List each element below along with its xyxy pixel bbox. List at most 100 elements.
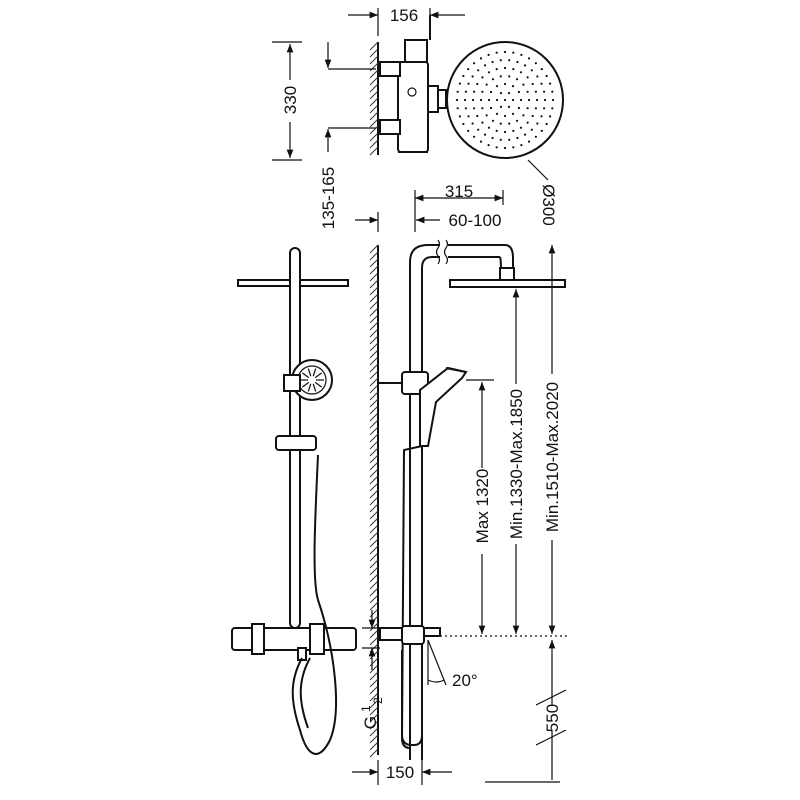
wall-hatch-line <box>369 293 379 303</box>
nozzle-dot <box>483 64 487 67</box>
hand-shower-spoke <box>307 383 312 392</box>
wall-hatch-line <box>369 258 379 268</box>
nozzle-dot <box>534 135 538 138</box>
dim-diameter: Ø300 <box>527 159 558 226</box>
wall-hatch-line <box>369 538 379 548</box>
wall-hatch-line <box>369 90 379 100</box>
nozzle-dot <box>464 90 467 93</box>
wall-hatch-line <box>369 398 379 408</box>
wall-hatch-line <box>369 461 379 471</box>
dim-315-label: 315 <box>445 182 473 201</box>
wall-hatch-line <box>369 601 379 611</box>
wall-hatch-line <box>369 356 379 366</box>
nozzle-dot <box>551 107 554 110</box>
nozzle-dot <box>519 98 523 102</box>
nozzle-dot <box>515 78 519 81</box>
nozzle-dot <box>477 128 480 131</box>
wall-hatch-line <box>369 650 379 660</box>
wall-hatch-line <box>369 629 379 639</box>
nozzle-dot <box>543 98 547 102</box>
wall-hatch-line <box>369 370 379 380</box>
wall-hatch-line <box>369 713 379 723</box>
nozzle-dot <box>535 98 539 102</box>
nozzle-dot <box>503 98 507 102</box>
wall-hatch-line <box>369 286 379 296</box>
nozzle-dot <box>516 60 519 64</box>
nozzle-dot <box>519 71 523 74</box>
hand-shower-spoke <box>312 368 317 377</box>
nozzle-dot <box>512 129 515 132</box>
wall-hatch-line <box>369 566 379 576</box>
wall-hatch-line <box>369 545 379 555</box>
wall-hatch-line <box>369 741 379 751</box>
nozzle-dot <box>526 90 529 93</box>
wall-hatch-line <box>369 699 379 709</box>
nozzle-dot <box>487 126 491 129</box>
nozzle-dot <box>477 69 480 72</box>
dim-diameter-label: Ø300 <box>539 184 558 226</box>
dim-1510-2020-label: Min.1510-Max.2020 <box>543 382 562 532</box>
nozzle-dot <box>551 98 555 102</box>
dim-thread-num: 1 <box>359 705 373 712</box>
wall-hatch-line <box>369 482 379 492</box>
wall-hatch-line <box>369 447 379 457</box>
nozzle-dot <box>467 68 470 71</box>
wall-hatch-line <box>369 433 379 443</box>
dim-330-label: 330 <box>281 86 300 114</box>
nozzle-dot <box>458 82 461 85</box>
nozzle-dot <box>530 128 533 131</box>
top-wall <box>369 41 379 156</box>
nozzle-dot <box>503 66 507 70</box>
nozzle-dot <box>464 107 467 110</box>
hand-shower-spoke <box>314 381 323 388</box>
nozzle-dot <box>551 90 554 93</box>
hand-shower-spoke <box>307 368 312 377</box>
nozzle-dot <box>520 144 523 147</box>
wall-hatch-line <box>369 671 379 681</box>
nozzle-dot <box>516 136 519 140</box>
wall-hatch-line <box>369 426 379 436</box>
dim-1510-2020: Min.1510-Max.2020 <box>542 245 562 634</box>
nozzle-dot <box>540 82 543 85</box>
nozzle-dot <box>536 122 539 125</box>
wall-hatch-line <box>369 328 379 338</box>
nozzle-dot <box>531 114 534 118</box>
wall-hatch-line <box>369 580 379 590</box>
nozzle-dot <box>512 146 515 149</box>
wall-hatch-line <box>369 531 379 541</box>
nozzle-dot <box>491 136 494 140</box>
nozzle-dot <box>485 114 488 117</box>
wall-hatch-line <box>369 118 379 128</box>
wall-hatch-line <box>369 489 379 499</box>
nozzle-dot <box>543 107 546 110</box>
wall-hatch-line <box>369 111 379 121</box>
nozzle-dot <box>471 98 475 102</box>
nozzle-dot <box>491 78 495 81</box>
nozzle-dot <box>499 59 502 62</box>
side-view <box>378 239 566 760</box>
wall-hatch-line <box>369 706 379 716</box>
wall-hatch-line <box>369 62 379 72</box>
wall-hatch-line <box>369 342 379 352</box>
dim-550-label: 550 <box>543 704 562 732</box>
hand-shower-spoke <box>301 381 310 388</box>
wall-hatch-line <box>369 41 379 51</box>
wall-hatch-line <box>369 734 379 744</box>
nozzle-dot <box>503 130 507 134</box>
wall-hatch-line <box>369 510 379 520</box>
dim-330: 330 <box>272 41 302 161</box>
wall-hatch-line <box>369 377 379 387</box>
wall-hatch-line <box>369 76 379 86</box>
wall-hatch-line <box>369 139 379 149</box>
nozzle-dot <box>536 75 539 78</box>
nozzle-dot <box>490 90 493 94</box>
hand-shower-nozzles <box>300 368 324 392</box>
wall-hatch-line <box>369 251 379 261</box>
nozzle-dot <box>526 76 529 79</box>
nozzle-dot <box>495 51 498 54</box>
wall-hatch-line <box>369 475 379 485</box>
nozzle-dot <box>499 92 503 95</box>
wall-hatch-line <box>369 132 379 142</box>
front-view <box>231 247 357 755</box>
